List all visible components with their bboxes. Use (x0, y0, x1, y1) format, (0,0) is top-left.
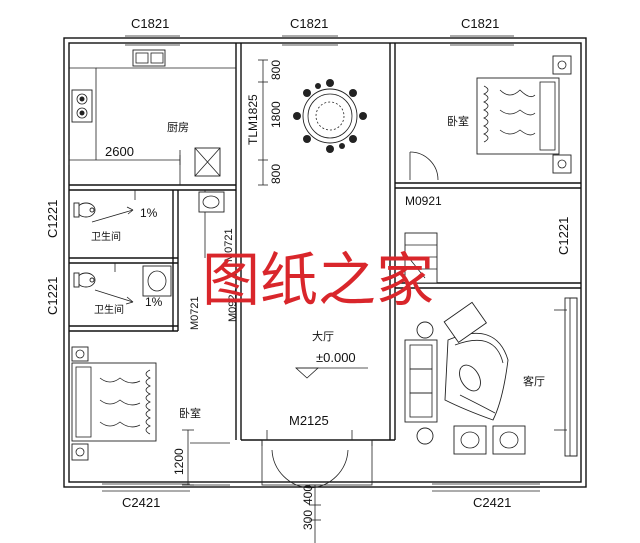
window-label-right-side: C1221 (556, 217, 571, 255)
door-label-bedroom-bottom-left: M0921 (227, 288, 239, 322)
room-label-bathroom-lower: 卫生间 (94, 303, 124, 316)
interior-walls (69, 43, 581, 440)
room-label-bathroom-upper: 卫生间 (91, 230, 121, 243)
door-label-bathroom-upper: M0721 (223, 228, 235, 262)
room-label-living-room: 客厅 (523, 374, 545, 388)
window-label-top-right: C1821 (461, 16, 499, 31)
elevation-marker (294, 367, 368, 379)
dining-door-label: TLM1825 (246, 94, 260, 145)
slope-label-lower: 1% (145, 295, 163, 309)
dim-bottom-step-1: 1200 (172, 448, 186, 475)
elevation-label: ±0.000 (316, 350, 356, 365)
entrance-porch (182, 429, 395, 543)
bed-bottom-left (71, 346, 230, 486)
room-label-kitchen: 厨房 (167, 121, 189, 134)
window-label-top-center: C1821 (290, 16, 328, 31)
bathroom-lower-fixtures (73, 263, 172, 305)
window-label-bottom-right: C2421 (473, 495, 511, 510)
bathroom-upper-fixtures (73, 190, 225, 223)
dining-table (258, 59, 367, 186)
slope-label-upper: 1% (140, 206, 158, 220)
door-label-entrance: M2125 (289, 413, 329, 428)
dim-kitchen-width: 2600 (105, 144, 134, 159)
bed-top-right (409, 55, 572, 181)
dim-dining-bottom: 800 (269, 164, 283, 184)
dim-bottom-step-3: 300 (301, 510, 315, 530)
room-label-hall: 大厅 (312, 329, 334, 343)
kitchen-fixtures (69, 49, 236, 185)
dim-dining-mid: 1800 (269, 101, 283, 128)
room-label-bedroom-top-right: 卧室 (447, 114, 469, 128)
exterior-walls (63, 35, 587, 492)
watermark: 图纸之家 (202, 246, 434, 314)
window-label-top-left: C1821 (131, 16, 169, 31)
room-label-bedroom-bottom-left: 卧室 (179, 406, 201, 420)
door-label-bedroom-top-right: M0921 (405, 194, 442, 208)
window-label-left-lower: C1221 (45, 277, 60, 315)
living-room-furniture (404, 232, 578, 457)
window-label-left-upper: C1221 (45, 200, 60, 238)
dim-bottom-step-2: 400 (301, 485, 315, 505)
dim-dining-top: 800 (269, 60, 283, 80)
window-label-bottom-left: C2421 (122, 495, 160, 510)
kitchen-width-dimension (68, 155, 181, 165)
door-label-bathroom-lower: M0721 (189, 296, 201, 330)
